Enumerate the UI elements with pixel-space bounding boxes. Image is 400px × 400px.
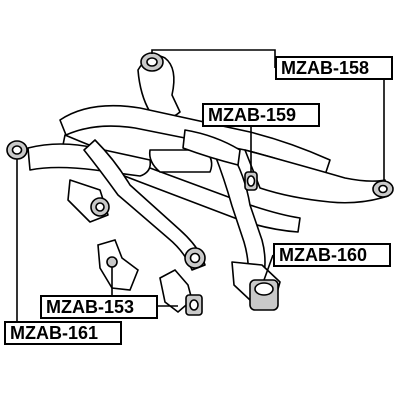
label-mzab-160[interactable]: MZAB-160: [273, 243, 391, 267]
label-mzab-161[interactable]: MZAB-161: [4, 321, 122, 345]
label-mzab-153[interactable]: MZAB-153: [40, 295, 158, 319]
mzab-161-part: [97, 239, 139, 291]
mzab-161-bracket: [97, 239, 139, 291]
bushing-center: [184, 247, 206, 269]
bushing-mzab-160: [249, 279, 279, 311]
mzab-153-bushing: [185, 294, 203, 316]
bushing-mzab-159: [244, 171, 258, 191]
label-mzab-159[interactable]: MZAB-159: [202, 103, 320, 127]
mzab-153-part: [159, 268, 203, 316]
bushing-mzab-161: [6, 140, 28, 160]
left-side-rail: [83, 139, 206, 271]
label-mzab-158[interactable]: MZAB-158: [275, 56, 393, 80]
bushing-mzab-158: [140, 52, 164, 72]
center-plate: [182, 129, 241, 166]
bushing-right-arm: [372, 180, 394, 198]
bushings: [6, 52, 394, 311]
leader-mzab-160: [263, 254, 274, 281]
bushing-left-mount: [90, 197, 110, 217]
right-lower-arm: [244, 149, 389, 204]
rear-cross-member: [59, 104, 331, 176]
mzab-161-bushing: [106, 256, 118, 268]
